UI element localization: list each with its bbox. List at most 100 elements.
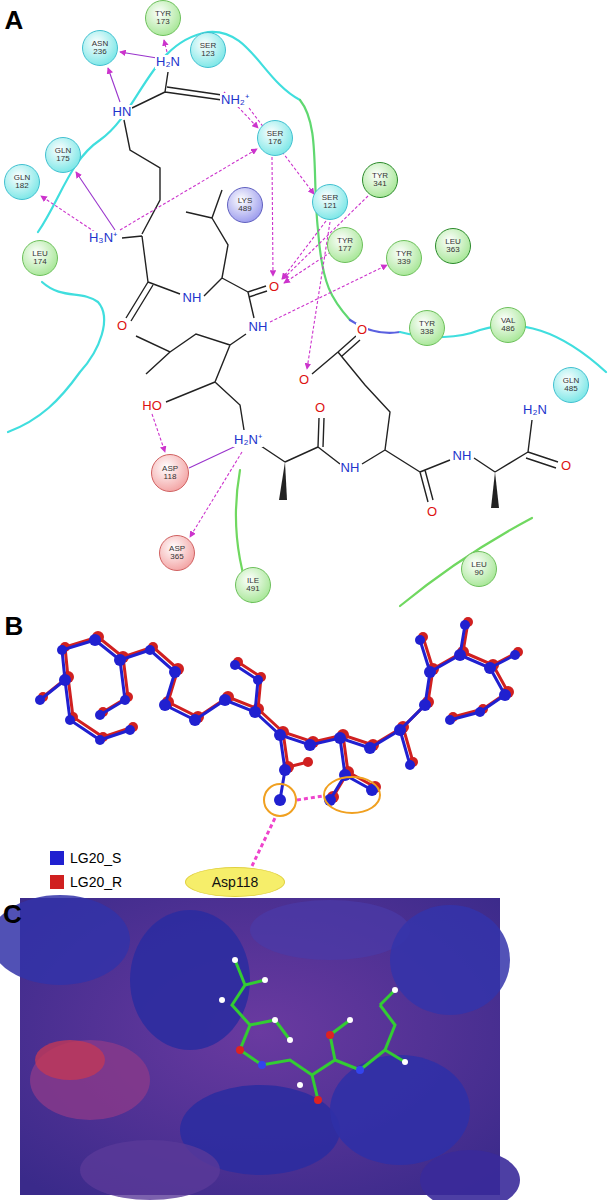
residue-circle: TYR 339 xyxy=(386,240,422,276)
molecule-s xyxy=(35,620,520,806)
drawing-part xyxy=(420,1150,520,1200)
residue-label: ASP 365 xyxy=(169,545,185,562)
atom-label: O xyxy=(314,401,326,415)
atom-label: O xyxy=(560,459,572,473)
drawing-part xyxy=(270,265,387,322)
residue-label: LEU 90 xyxy=(471,561,487,578)
drawing-part xyxy=(491,472,499,508)
residue-circle: ASN 236 xyxy=(82,30,118,66)
drawing-part xyxy=(122,72,558,502)
drawing-part xyxy=(108,68,120,102)
residue-circle: LEU 174 xyxy=(22,240,58,276)
drawing-part xyxy=(392,987,398,993)
residue-circle: ASP 118 xyxy=(151,454,189,492)
residue-circle: SER 121 xyxy=(312,184,348,220)
atom-label: NH xyxy=(340,461,361,475)
drawing-part xyxy=(232,957,238,963)
atom-label: NH xyxy=(452,449,473,463)
legend-swatch xyxy=(50,875,64,889)
residue-circle: VAL 486 xyxy=(490,307,526,343)
residue-label: VAL 486 xyxy=(501,317,515,334)
hbond xyxy=(252,796,323,866)
pocket-ribbon xyxy=(8,32,606,606)
drawing-part xyxy=(8,282,104,432)
residue-circle: ILE 491 xyxy=(235,567,271,603)
legend-row: LG20_R xyxy=(50,874,122,890)
drawing-part xyxy=(303,757,313,767)
atom-label: O xyxy=(426,505,438,519)
drawing-part xyxy=(35,1040,105,1080)
drawing-part xyxy=(30,1040,150,1120)
drawing-part xyxy=(272,157,273,276)
drawing-part xyxy=(287,1037,293,1043)
atom-label: NH xyxy=(182,291,203,305)
drawing-part xyxy=(219,997,225,1003)
residue-circle: SER 176 xyxy=(257,120,293,156)
atom-label: H₂N xyxy=(155,55,181,69)
legend-row: LG20_S xyxy=(50,850,121,866)
residue-circle: LEU 363 xyxy=(435,228,471,264)
legend-swatch xyxy=(50,851,64,865)
highlight-ring xyxy=(264,777,380,816)
drawing-part xyxy=(252,818,275,866)
atom-label: H₃N⁺ xyxy=(88,231,118,245)
drawing-part xyxy=(314,1096,322,1104)
residue-label: LEU 363 xyxy=(445,238,461,255)
drawing-part xyxy=(347,1017,353,1023)
residue-circle: LEU 90 xyxy=(461,551,497,587)
drawing-part xyxy=(297,1082,303,1088)
residue-circle: TYR 341 xyxy=(362,162,398,198)
residue-label: ASN 236 xyxy=(92,40,108,57)
residue-label: ASP 118 xyxy=(162,465,178,482)
drawing-part xyxy=(120,52,157,58)
wedge-bond xyxy=(279,462,499,508)
drawing-part xyxy=(164,40,167,52)
interaction-map xyxy=(0,0,610,610)
drawing-part xyxy=(400,518,532,606)
residue-label: ILE 491 xyxy=(246,577,259,594)
legend-text: LG20_R xyxy=(70,874,122,890)
ligand-skeleton xyxy=(122,72,558,502)
atom-label: O xyxy=(268,280,280,294)
residue-label: GLN 485 xyxy=(563,377,579,394)
atom-label: HO xyxy=(141,399,163,413)
interaction-arrows xyxy=(41,40,387,537)
drawing-part xyxy=(402,1059,408,1065)
atom-label: HN xyxy=(112,105,133,119)
drawing-part xyxy=(38,32,300,232)
drawing-part xyxy=(324,777,380,813)
residue-label: LYS 489 xyxy=(238,197,253,214)
drawing-part xyxy=(76,172,115,230)
panel-letter: B xyxy=(4,612,25,641)
drawing-part xyxy=(80,1140,220,1200)
drawing-part xyxy=(246,104,314,194)
ligand-atoms xyxy=(219,957,408,1104)
residue-circle: SER 123 xyxy=(190,32,226,68)
drawing-part xyxy=(274,794,286,806)
panel-letter: A xyxy=(4,6,25,35)
residue-circle: GLN 182 xyxy=(4,164,40,200)
residue-label: GLN 175 xyxy=(55,147,71,164)
atom-label: O xyxy=(116,319,128,333)
residue-label: TYR 339 xyxy=(396,250,412,267)
residue-circle: ASP 365 xyxy=(159,535,195,571)
atom-label: H₂N⁺ xyxy=(233,433,263,447)
residue-label: SER 123 xyxy=(200,42,216,59)
panel-letter: C xyxy=(2,900,23,929)
residue-label: SER 121 xyxy=(322,194,338,211)
atom-label: NH xyxy=(248,320,269,334)
drawing-part xyxy=(326,1031,334,1039)
drawing-part xyxy=(279,462,287,500)
residue-label: TYR 173 xyxy=(155,10,171,27)
drawing-part xyxy=(41,196,95,232)
drawing-part xyxy=(284,252,331,283)
residue-label: LEU 174 xyxy=(32,250,48,267)
residue-circle: TYR 338 xyxy=(409,310,445,346)
legend-text: LG20_S xyxy=(70,850,121,866)
drawing-part xyxy=(264,784,296,816)
drawing-part xyxy=(356,1066,364,1074)
drawing-part xyxy=(232,960,405,1100)
drawing-part xyxy=(35,620,520,806)
drawing-part xyxy=(297,796,323,800)
